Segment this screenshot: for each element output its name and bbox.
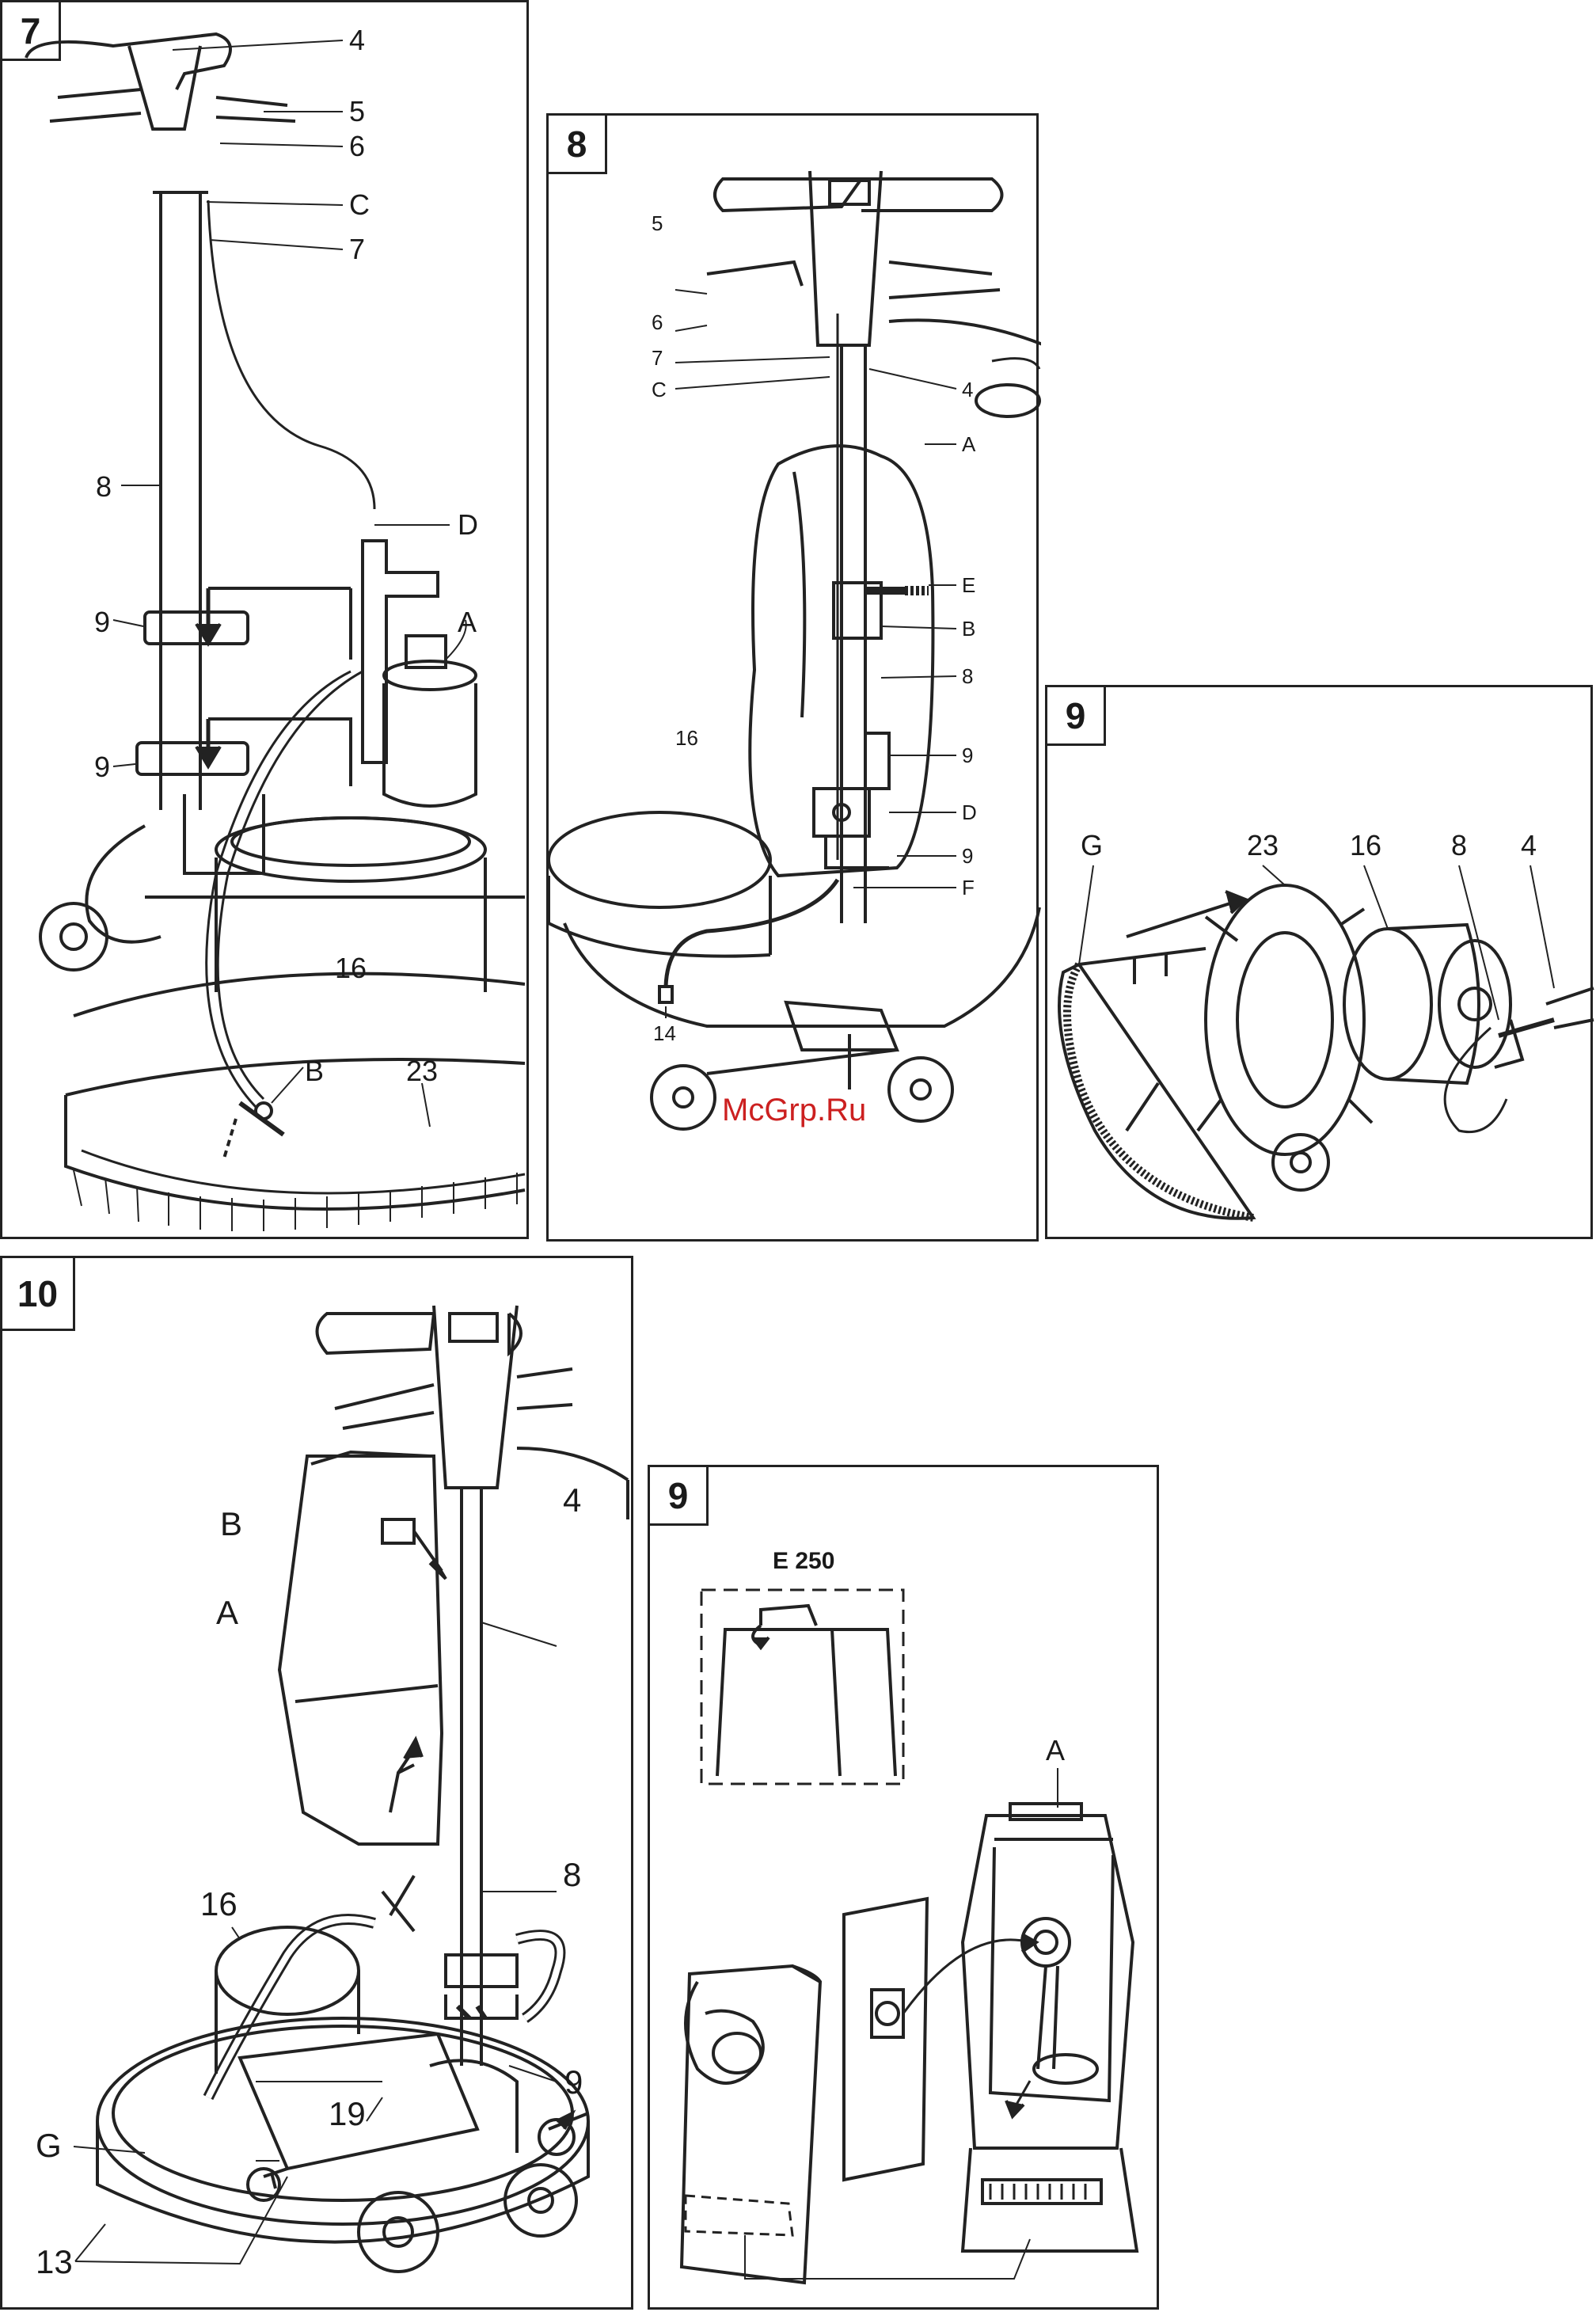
fig9-label-23: 23 [1247, 829, 1279, 861]
fig8-label-14: 14 [653, 1021, 676, 1045]
fig10-label-9: 9 [564, 2063, 583, 2101]
fig8-label-9-top: 9 [962, 743, 973, 767]
fig8-label-5: 5 [652, 211, 663, 235]
fig8-label-d: D [962, 800, 977, 824]
fig9-label-g: G [1081, 829, 1103, 861]
fig7-label-7: 7 [349, 233, 365, 265]
fig7-label-8: 8 [96, 470, 112, 503]
fig7-label-d: D [458, 508, 478, 541]
fig8-label-7: 7 [652, 346, 663, 370]
fig8-label-b: B [962, 617, 975, 641]
fig10-label-4: 4 [563, 1481, 581, 1519]
figure-9-drawing-top: G 23 16 8 4 [1047, 687, 1595, 1242]
figure-7-drawing: 4 5 6 C 7 8 D A 9 9 16 B 23 [2, 2, 531, 1242]
figure-8-panel: 8 [546, 113, 1039, 1242]
fig7-label-23: 23 [406, 1055, 438, 1087]
fig10-label-g: G [36, 2127, 62, 2164]
fig8-label-9-bottom: 9 [962, 844, 973, 868]
fig7-label-c: C [349, 188, 370, 221]
fig9-label-8: 8 [1451, 829, 1467, 861]
fig7-label-a: A [458, 606, 477, 638]
fig7-label-5: 5 [349, 95, 365, 127]
fig10-label-8: 8 [563, 1856, 581, 1893]
fig7-label-9-bottom: 9 [94, 751, 110, 783]
figure-10-panel: 10 [0, 1256, 633, 2310]
fig7-label-b: B [305, 1055, 324, 1087]
figure-9-panel-top: 9 [1045, 685, 1593, 1239]
fig8-label-8: 8 [962, 664, 973, 688]
fig10-label-16: 16 [200, 1885, 238, 1922]
fig8-label-c: C [652, 378, 667, 401]
fig7-label-9-top: 9 [94, 606, 110, 638]
figure-9-drawing-bottom: E 250 A [650, 1467, 1161, 2312]
fig9-label-4: 4 [1521, 829, 1537, 861]
watermark-text: McGrp.Ru [722, 1093, 866, 1128]
fig10-label-b: B [220, 1505, 242, 1542]
fig10-label-a: A [216, 1594, 238, 1631]
fig10-label-13: 13 [36, 2243, 73, 2280]
figure-8-drawing: 5 6 7 C 4 A E B 8 16 9 D 9 F 14 [549, 116, 1041, 1244]
fig7-label-4: 4 [349, 24, 365, 56]
fig8-label-a: A [962, 432, 976, 456]
figure-9-panel-bottom: 9 [648, 1465, 1159, 2310]
fig9-label-16: 16 [1350, 829, 1381, 861]
fig8-label-f: F [962, 876, 975, 899]
fig8-label-6: 6 [652, 310, 663, 334]
fig9-model-label: E 250 [773, 1548, 834, 1574]
fig8-label-4: 4 [962, 378, 973, 401]
fig7-label-6: 6 [349, 130, 365, 162]
figure-10-drawing: B 4 A 8 16 G 19 9 13 [2, 1258, 636, 2312]
fig9-label-a-bottom: A [1046, 1734, 1065, 1766]
fig10-label-19: 19 [329, 2095, 366, 2132]
fig7-label-16: 16 [335, 952, 367, 984]
fig8-label-16: 16 [675, 726, 698, 750]
figure-7-panel: 7 [0, 0, 529, 1239]
fig8-label-e: E [962, 573, 975, 597]
